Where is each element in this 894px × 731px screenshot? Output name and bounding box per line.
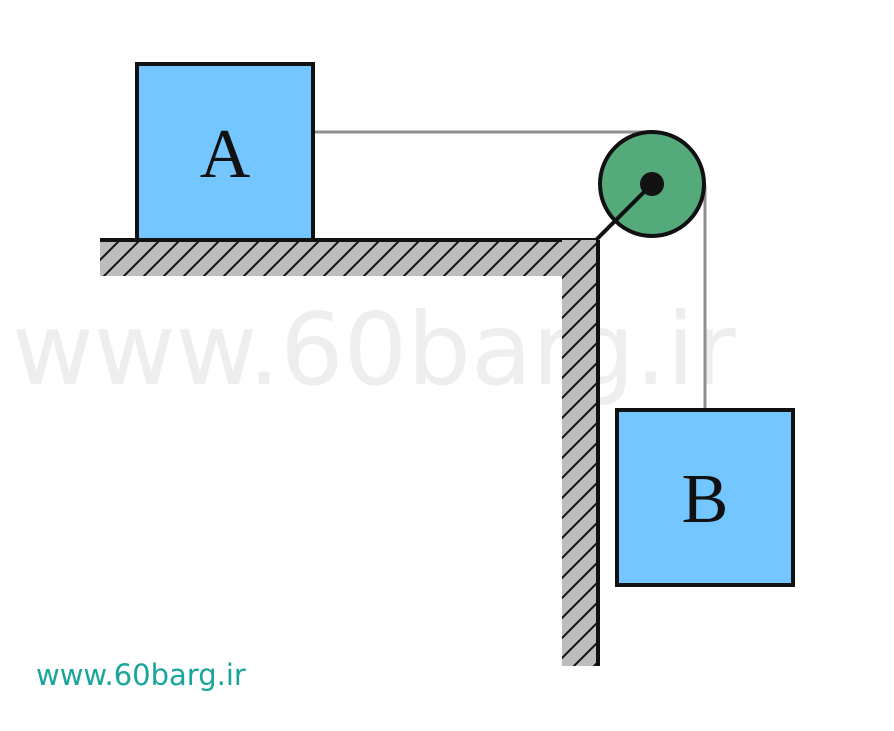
site-url-text: www.60barg.ir [36, 658, 246, 692]
block-b: B [615, 408, 795, 587]
block-b-label: B [682, 461, 729, 538]
wall-surface [562, 240, 600, 666]
watermark-text: www.60barg.ir [12, 291, 736, 408]
pulley-bracket [594, 182, 654, 242]
pulley [594, 130, 706, 242]
table-surface [100, 238, 596, 276]
block-a-label: A [200, 116, 251, 193]
pulley-axle [640, 172, 664, 196]
block-a: A [135, 62, 315, 242]
string [313, 130, 707, 410]
